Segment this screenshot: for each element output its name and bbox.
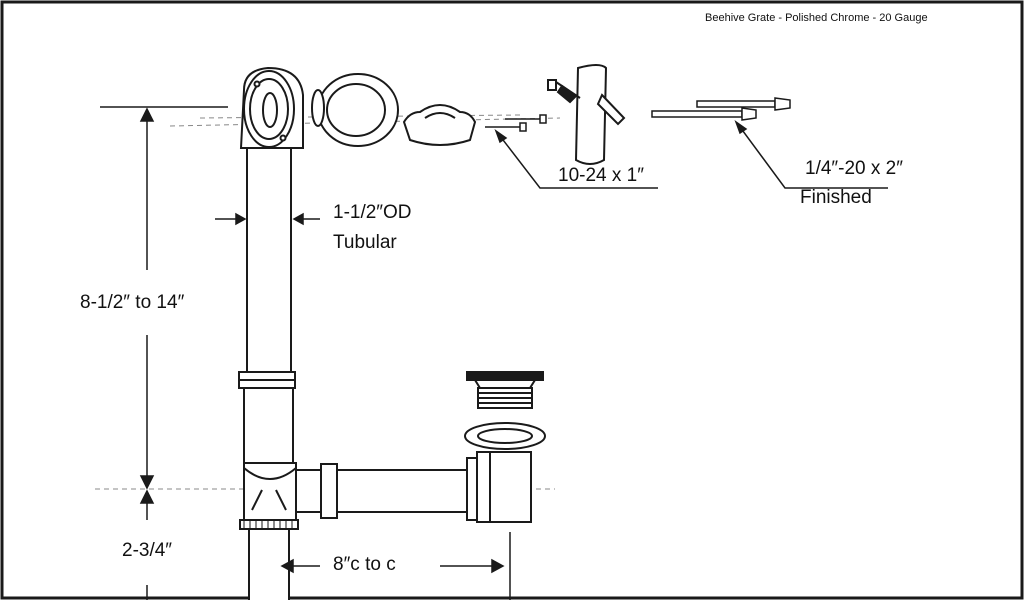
beehive-grate-strainer — [464, 371, 546, 450]
trip-lever-plate — [547, 64, 626, 165]
small-screws — [485, 114, 547, 132]
small-screw-label: 10-24 x 1″ — [558, 165, 644, 186]
height-range-label: 8-1/2″ to 14″ — [80, 292, 185, 313]
large-screw-size-label: 1/4″-20 x 2″ — [805, 158, 903, 179]
tube-od-label: 1-1/2″OD — [333, 202, 412, 223]
horizontal-drain-arm — [295, 451, 532, 523]
center-dimension — [280, 532, 511, 600]
large-screw-finish-label: Finished — [800, 187, 872, 208]
lower-height-label: 2-3/4″ — [122, 540, 172, 561]
header-caption: Beehive Grate - Polished Chrome - 20 Gau… — [705, 12, 928, 24]
vertical-drain-tube — [238, 66, 304, 600]
od-dimension-arrows — [215, 212, 320, 226]
center-spacing-label: 8″c to c — [333, 554, 396, 575]
long-screws — [651, 97, 791, 121]
leader-lines — [494, 120, 888, 189]
overflow-parts — [311, 73, 477, 147]
thread-marks — [243, 520, 293, 529]
height-dimension — [139, 107, 155, 600]
tube-type-label: Tubular — [333, 232, 397, 253]
